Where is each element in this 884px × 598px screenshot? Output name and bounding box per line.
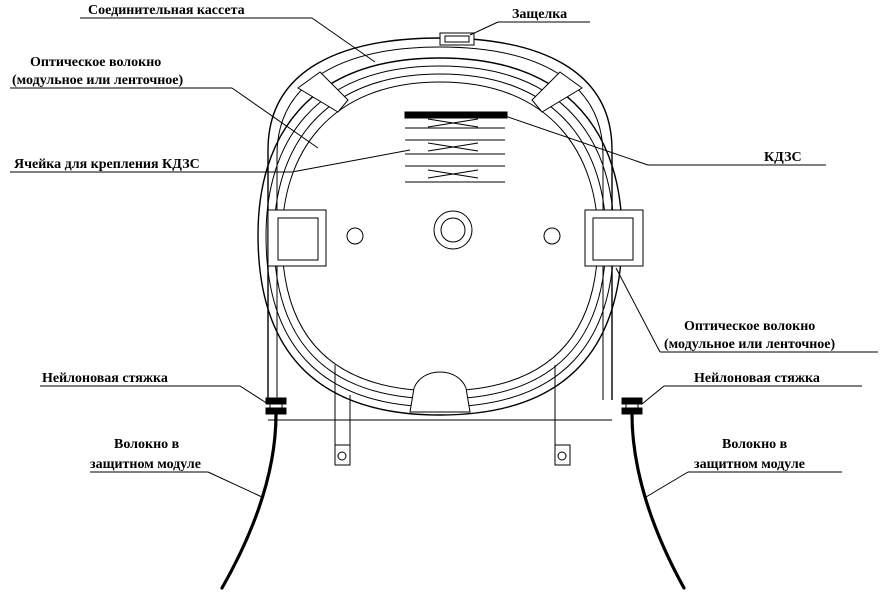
side-clamps [267,209,644,267]
protective-module-left [220,412,278,590]
label-module-right-1: Волокно в [722,437,788,452]
nylon-tie-left [265,397,287,415]
nylon-tie-right [621,397,643,415]
leader-lines [10,17,878,498]
kdzs-cell [404,111,508,183]
label-module-left-2: защитном модуле [90,457,201,472]
label-kdzs: КДЗС [764,150,802,165]
cassette-housing [267,32,613,466]
label-fiber-left-1: Оптическое волокно [30,55,161,70]
label-fiber-right-1: Оптическое волокно [684,319,815,334]
label-module-right-2: защитном модуле [694,457,805,472]
label-cell: Ячейка для крепления КДЗС [14,157,200,172]
label-latch: Защелка [512,7,567,22]
protective-module-right [630,412,686,590]
label-tie-right: Нейлоновая стяжка [694,371,820,386]
label-fiber-left-2: (модульное или ленточное) [12,73,184,88]
label-tie-left: Нейлоновая стяжка [42,371,168,386]
mounting-holes [346,210,561,250]
fiber-retainers [297,71,583,413]
label-module-left-1: Волокно в [114,437,180,452]
label-fiber-right-2: (модульное или ленточное) [664,337,836,352]
label-cassette: Соединительная кассета [88,3,245,18]
